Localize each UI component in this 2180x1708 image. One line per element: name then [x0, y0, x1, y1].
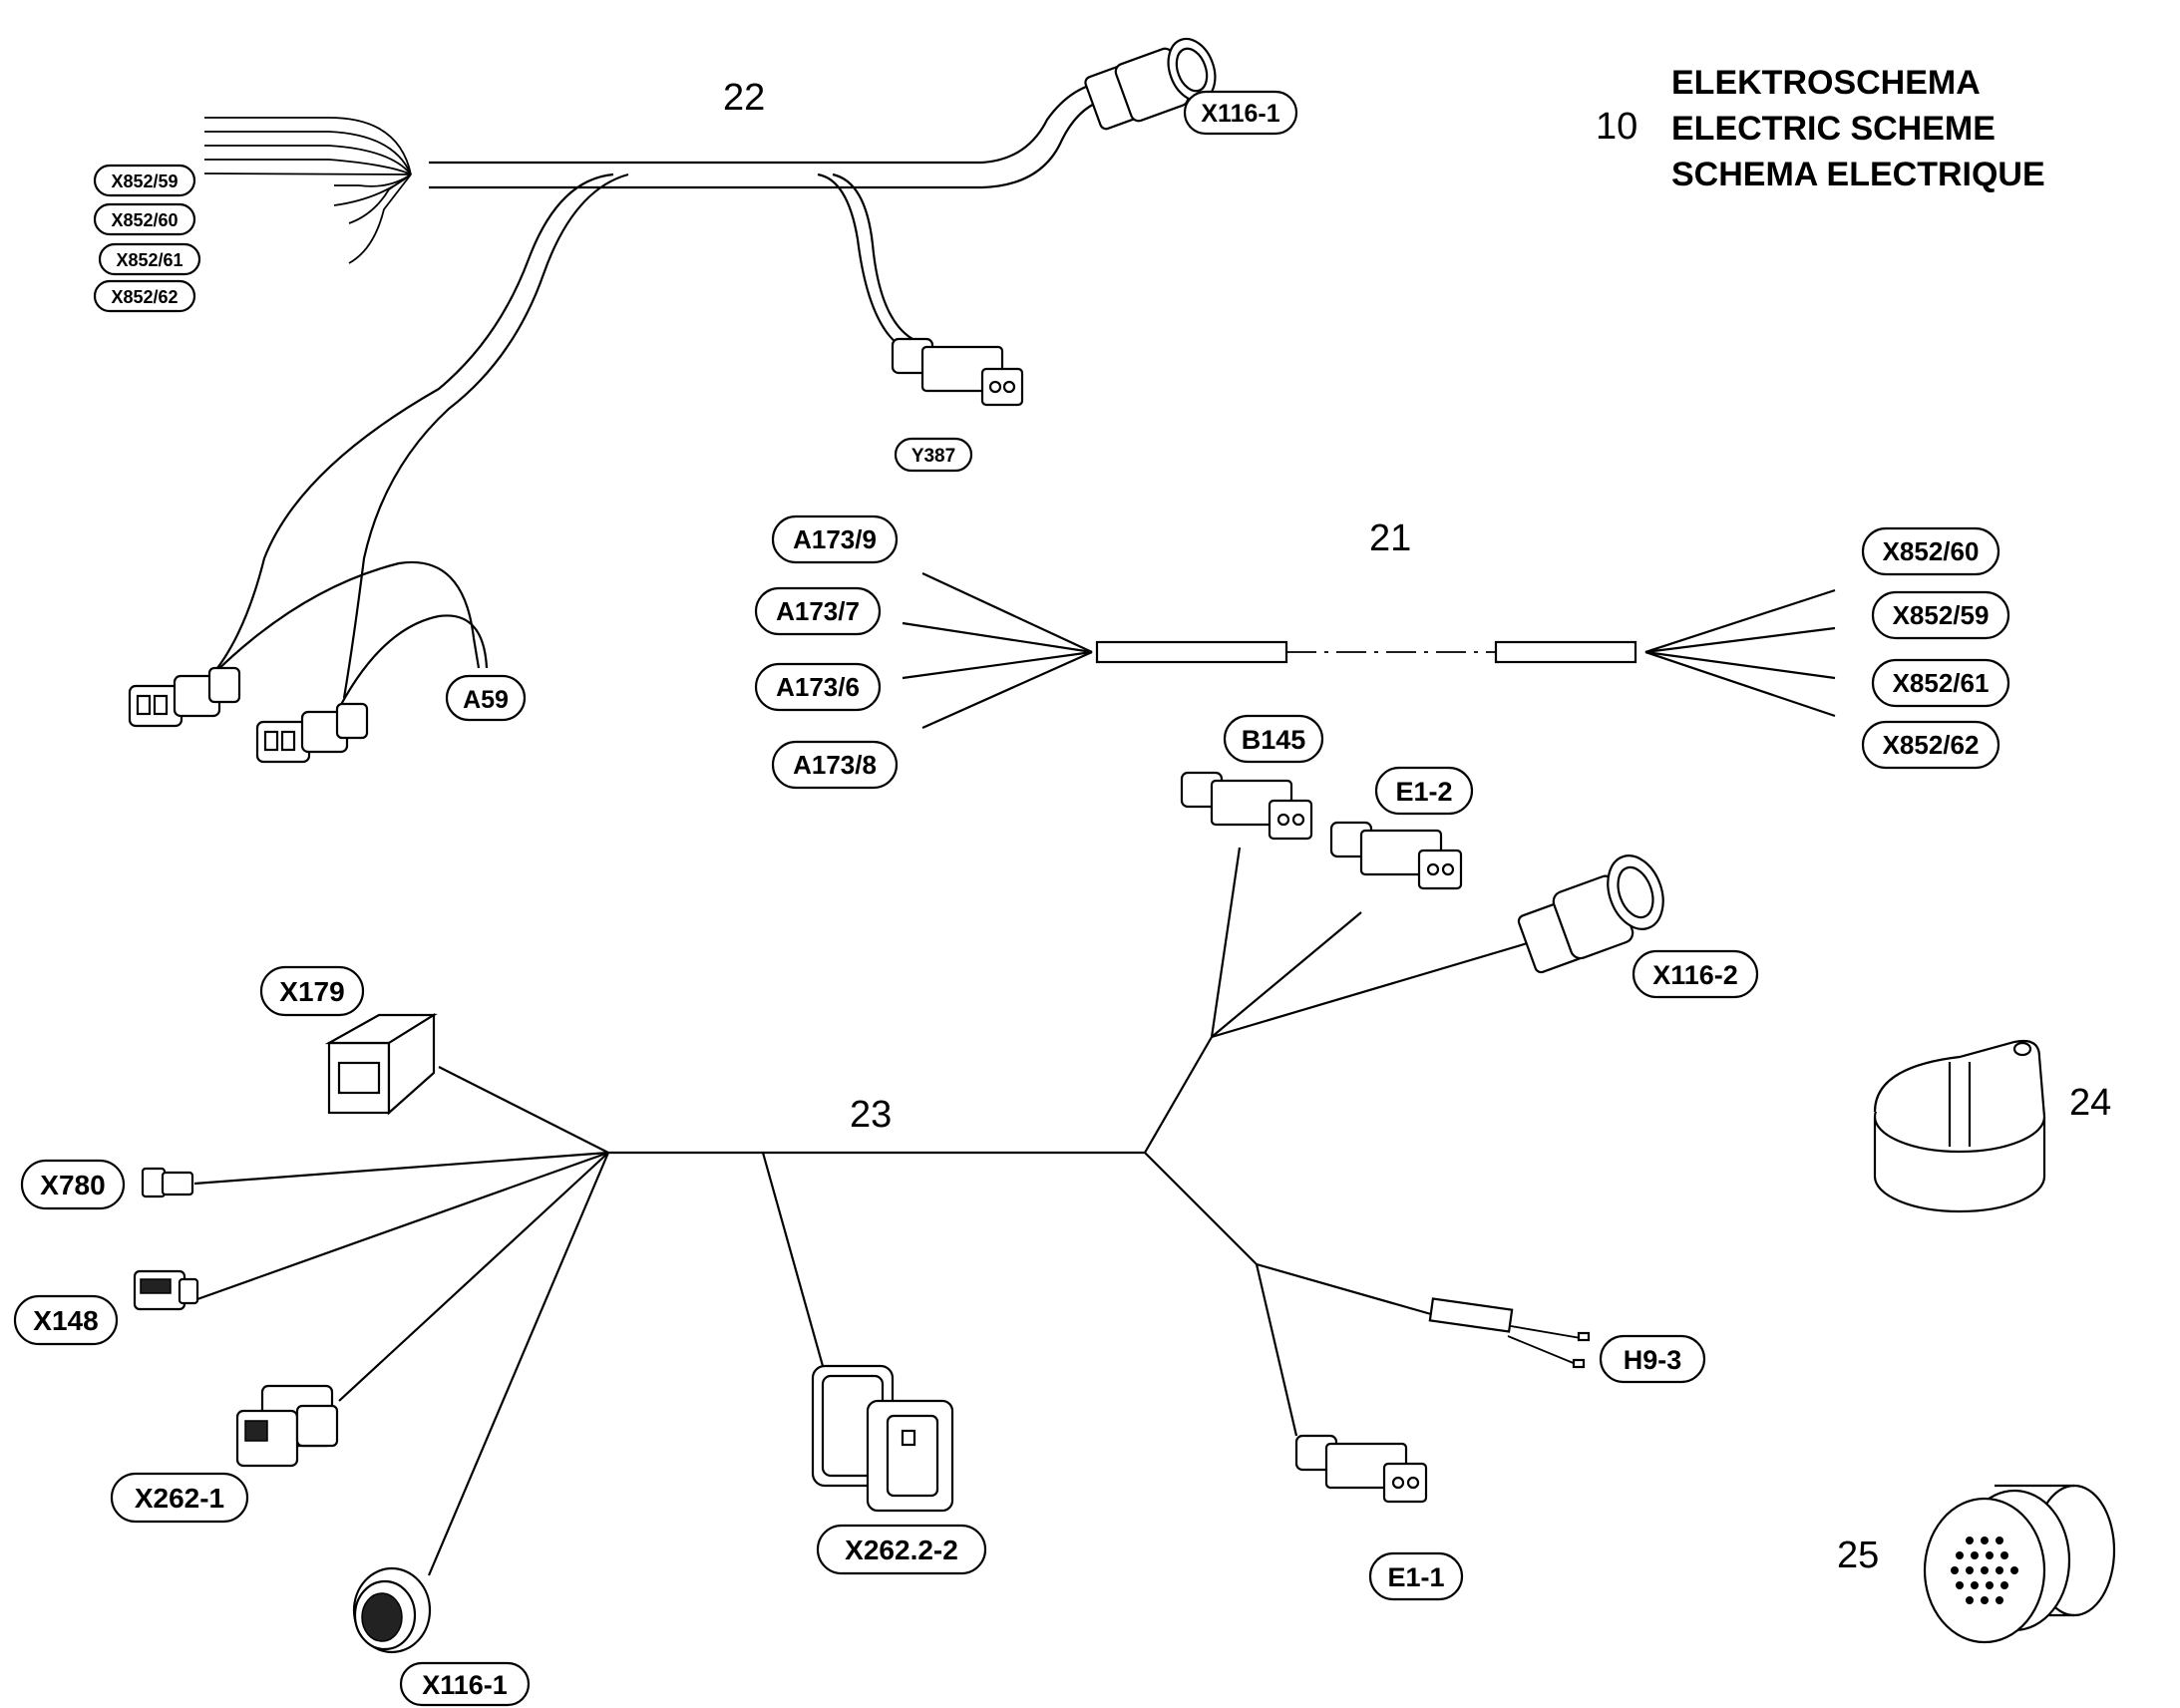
svg-text:X852/60: X852/60: [1883, 536, 1980, 566]
label-y387: Y387: [894, 437, 973, 473]
label-x116-1-top: X116-1: [1183, 90, 1298, 136]
svg-text:A173/6: A173/6: [776, 672, 860, 702]
svg-text:X852/59: X852/59: [1893, 600, 1990, 630]
svg-text:X852/60: X852/60: [111, 210, 178, 230]
svg-text:A173/8: A173/8: [793, 750, 877, 780]
svg-text:A173/7: A173/7: [776, 596, 860, 626]
label-x852-60-h21: X852/60: [1861, 526, 2000, 576]
label-e1-1: E1-1: [1368, 1551, 1464, 1601]
label-x852-59-h22: X852/59: [93, 164, 196, 197]
label-a59: A59: [445, 674, 527, 722]
label-a173-6: A173/6: [754, 662, 882, 712]
title-line-french: SCHEMA ELECTRIQUE: [1671, 156, 2045, 193]
item-number-23: 23: [850, 1094, 892, 1136]
item-number-21: 21: [1369, 517, 1411, 559]
harness-22-trunk-upper: [429, 80, 1108, 165]
x179-connector: [324, 1013, 438, 1116]
title-line-dutch: ELEKTROSCHEMA: [1671, 64, 1981, 102]
label-x116-2: X116-2: [1632, 949, 1759, 999]
svg-text:X852/62: X852/62: [111, 287, 178, 307]
label-h9-3: H9-3: [1599, 1334, 1706, 1384]
x116-1-top-connector: [1084, 37, 1217, 131]
label-x116-1-bottom: X116-1: [399, 1661, 531, 1707]
b145-connector: [1180, 771, 1313, 841]
x116-1-bottom-connector: [352, 1566, 432, 1654]
label-b145: B145: [1223, 714, 1324, 764]
label-x852-62-h22: X852/62: [93, 279, 196, 313]
h9-3-lamp-body: [1428, 1297, 1514, 1333]
x780-connector: [141, 1167, 194, 1198]
label-a173-7: A173/7: [754, 586, 882, 636]
e1-2-connector: [1329, 821, 1463, 890]
item-number-22: 22: [723, 77, 765, 119]
label-e1-2: E1-2: [1374, 766, 1474, 816]
label-x852-61-h21: X852/61: [1871, 658, 2010, 708]
svg-text:B145: B145: [1242, 725, 1306, 755]
svg-text:A173/9: A173/9: [793, 524, 877, 554]
svg-text:X852/62: X852/62: [1883, 730, 1980, 760]
svg-text:X780: X780: [40, 1170, 105, 1200]
svg-text:X148: X148: [33, 1305, 98, 1336]
label-x780: X780: [20, 1159, 126, 1210]
title-line-english: ELECTRIC SCHEME: [1671, 110, 1996, 148]
harness-21: [902, 572, 1836, 730]
label-x262-1: X262-1: [110, 1472, 249, 1524]
svg-text:X262.2-2: X262.2-2: [845, 1535, 958, 1565]
svg-text:Y387: Y387: [911, 446, 955, 467]
svg-text:E1-1: E1-1: [1387, 1562, 1444, 1592]
label-x852-61-h22: X852/61: [98, 242, 201, 276]
harness-22-fanout-wires: [203, 117, 412, 264]
label-a173-9: A173/9: [771, 514, 899, 564]
svg-text:X852/59: X852/59: [111, 171, 178, 191]
label-x852-60-h22: X852/60: [93, 202, 196, 236]
clamp-24: [1873, 1039, 2046, 1213]
label-x262-2-2: X262.2-2: [816, 1524, 987, 1575]
label-a173-8: A173/8: [771, 740, 899, 790]
a59-connector-right: [255, 702, 369, 764]
harness-23: [133, 771, 1664, 1654]
svg-text:X852/61: X852/61: [1893, 668, 1990, 698]
label-x148: X148: [13, 1294, 119, 1346]
harness-21-sleeve-left: [1095, 640, 1288, 664]
svg-text:H9-3: H9-3: [1624, 1345, 1682, 1375]
svg-text:X179: X179: [279, 976, 344, 1007]
round-connector-25: [1923, 1484, 2116, 1644]
svg-text:E1-2: E1-2: [1395, 777, 1452, 807]
item-number-25: 25: [1837, 1535, 1879, 1576]
svg-text:A59: A59: [463, 686, 509, 714]
section-number: 10: [1596, 106, 1638, 148]
svg-text:X116-2: X116-2: [1652, 960, 1738, 990]
x116-2-connector: [1517, 854, 1664, 974]
x262-1-connector: [235, 1384, 339, 1468]
x148-connector: [133, 1269, 199, 1311]
a59-connector-left: [128, 666, 241, 728]
svg-text:X116-1: X116-1: [422, 1670, 508, 1700]
harness-22: [128, 37, 1217, 764]
harness-22-trunk-lower: [429, 96, 1118, 189]
svg-text:X852/61: X852/61: [116, 250, 182, 270]
svg-text:X262-1: X262-1: [135, 1483, 224, 1514]
svg-text:X116-1: X116-1: [1201, 100, 1279, 128]
label-x852-62-h21: X852/62: [1861, 720, 2000, 770]
x262-2-2-connector: [811, 1364, 954, 1513]
harness-21-sleeve-right: [1494, 640, 1637, 664]
title-lines: ELEKTROSCHEMA ELECTRIC SCHEME SCHEMA ELE…: [1671, 60, 2180, 197]
label-x179: X179: [259, 965, 365, 1017]
item-number-24: 24: [2069, 1082, 2111, 1124]
y387-connector: [891, 337, 1024, 407]
e1-1-connector: [1294, 1434, 1428, 1504]
label-x852-59-h21: X852/59: [1871, 590, 2010, 640]
